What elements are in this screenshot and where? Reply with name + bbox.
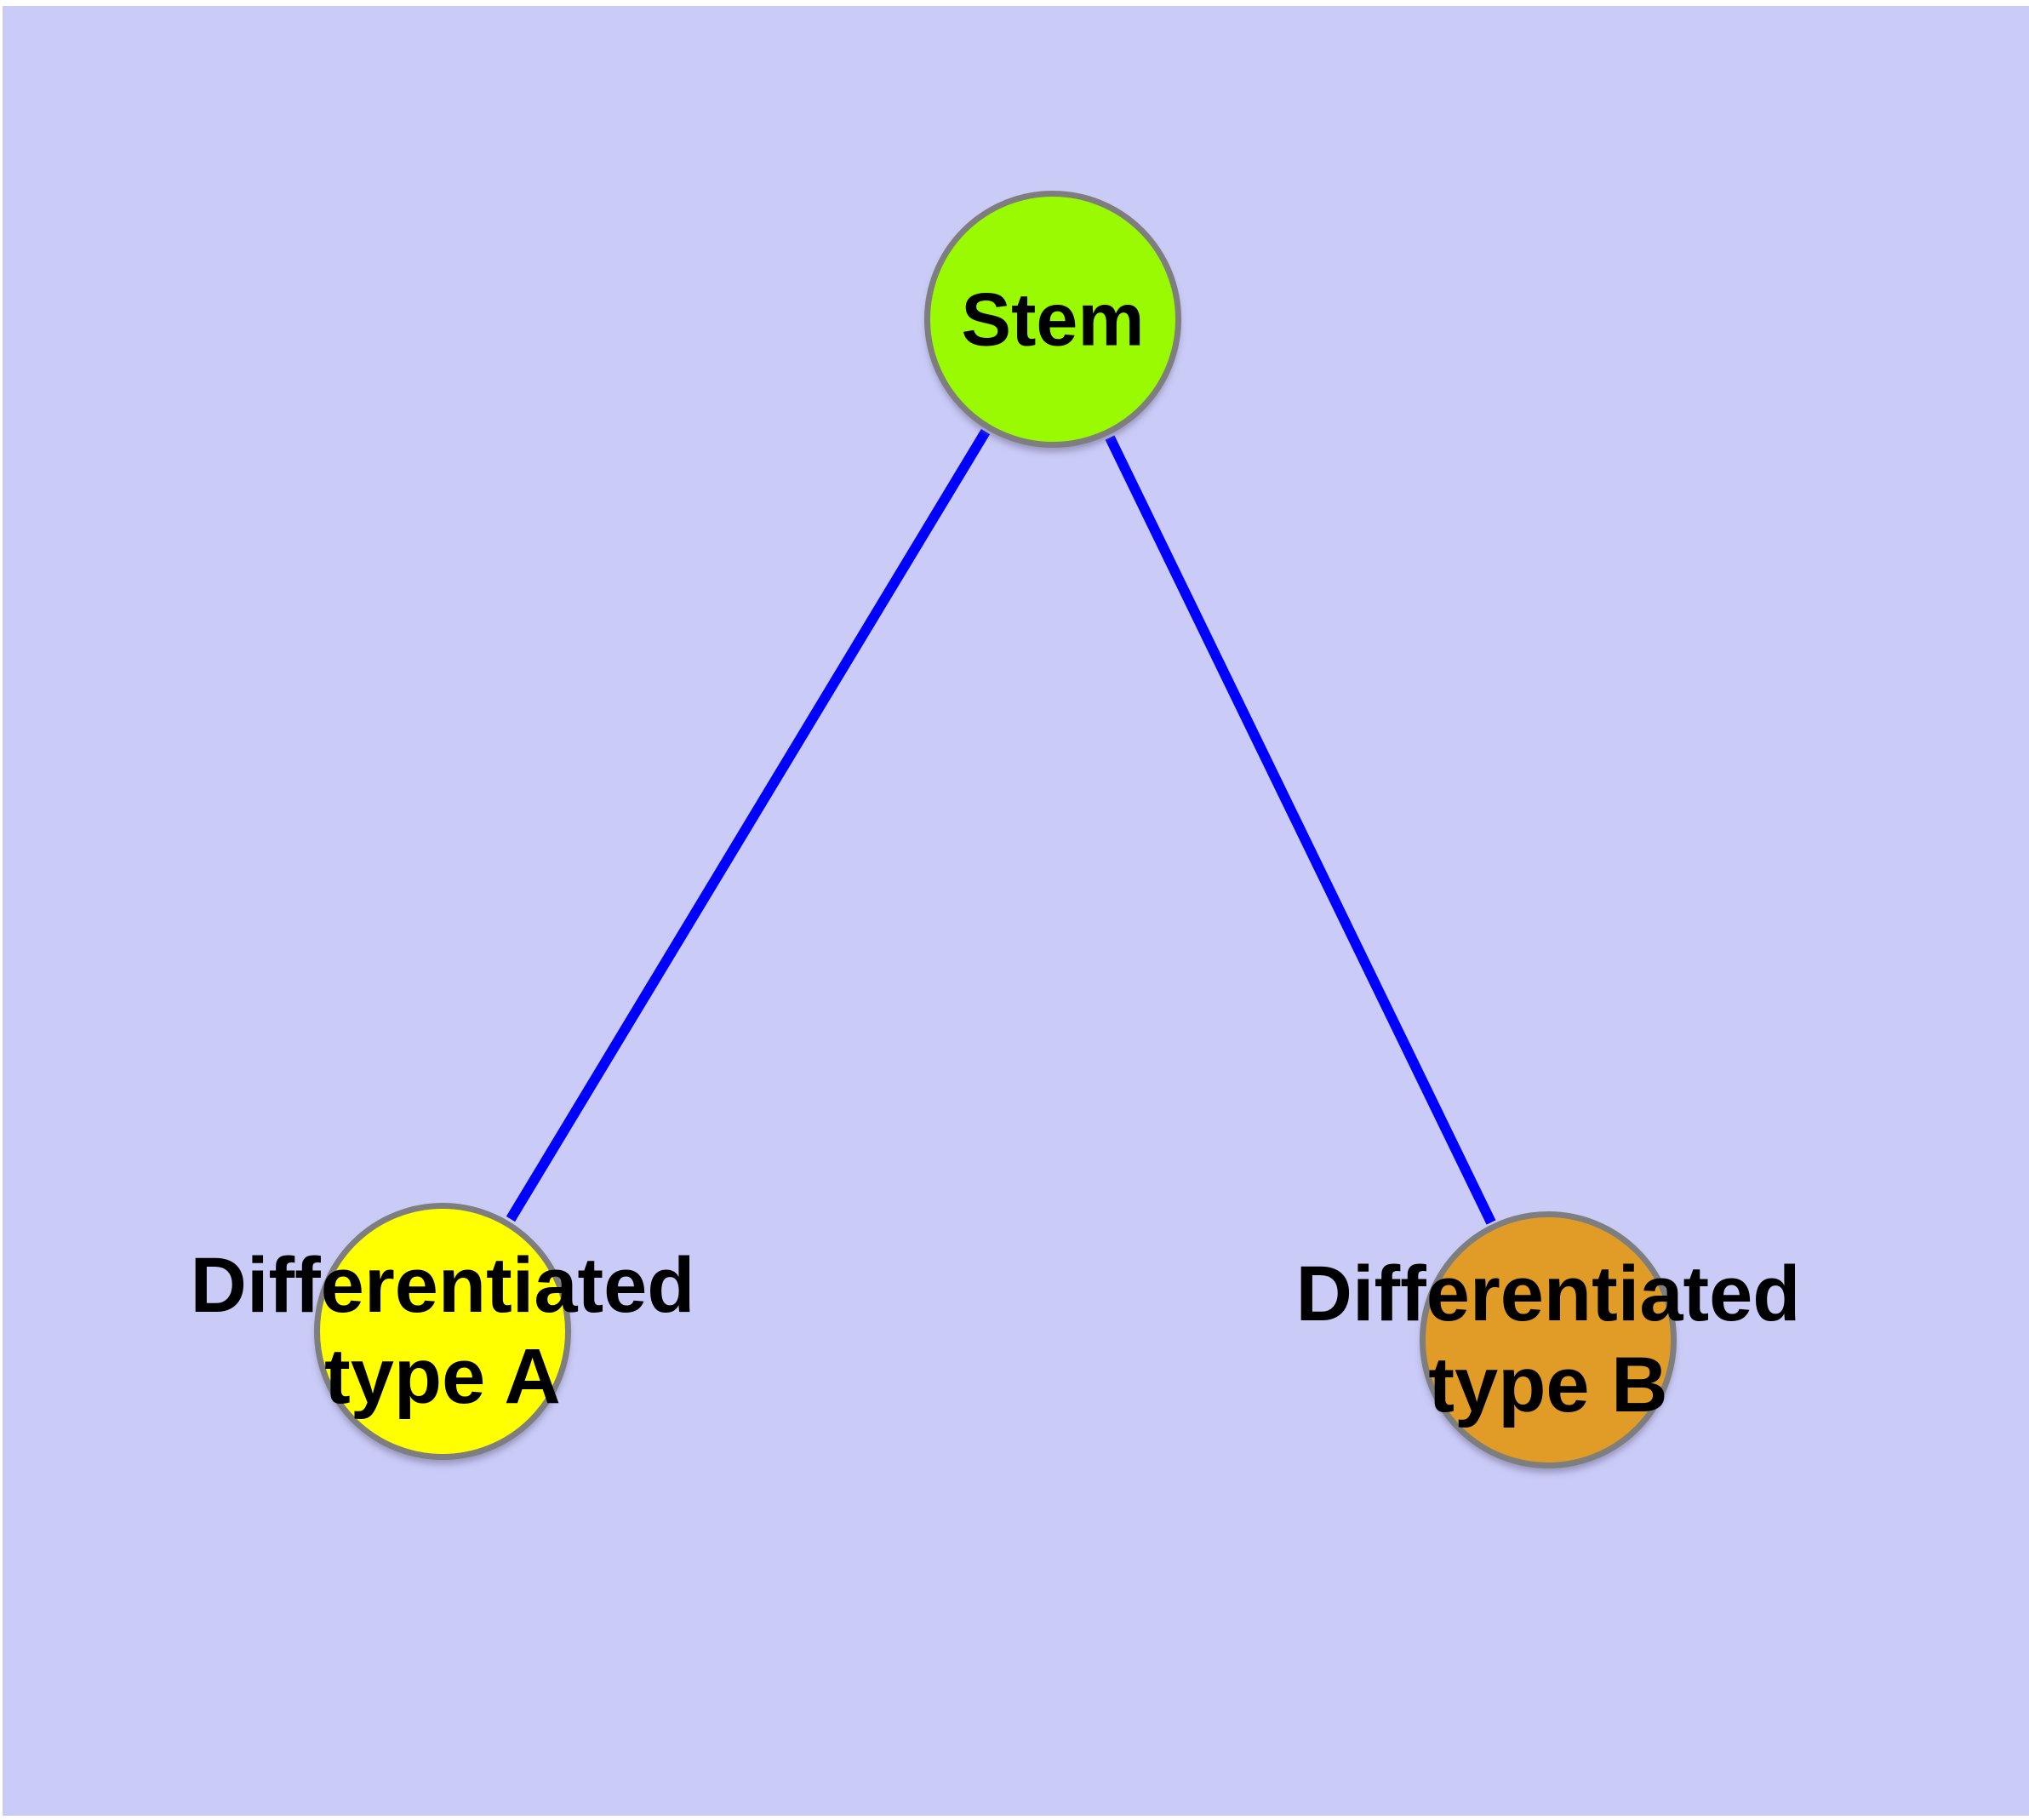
node-differentiated-type-b-label-line-1: Differentiated (1295, 1251, 1801, 1337)
node-stem-label-line: Stem (961, 277, 1145, 362)
edge-stem-to-type-a[interactable] (506, 428, 991, 1222)
node-differentiated-type-a-label: Differentiated type A (191, 1240, 695, 1422)
node-stem[interactable]: Stem (924, 191, 1181, 448)
node-stem-label: Stem (961, 274, 1144, 365)
node-differentiated-type-b-label-line-2: type B (1428, 1342, 1668, 1428)
edge-stem-to-type-b[interactable] (1105, 435, 1496, 1225)
node-differentiated-type-a-label-line-1: Differentiated (190, 1242, 695, 1329)
node-differentiated-type-b-label: Differentiated type B (1296, 1249, 1801, 1431)
node-differentiated-type-a[interactable]: Differentiated type A (191, 1203, 694, 1460)
node-differentiated-type-b[interactable]: Differentiated type B (1296, 1211, 1800, 1468)
node-differentiated-type-a-label-line-2: type A (324, 1333, 561, 1420)
